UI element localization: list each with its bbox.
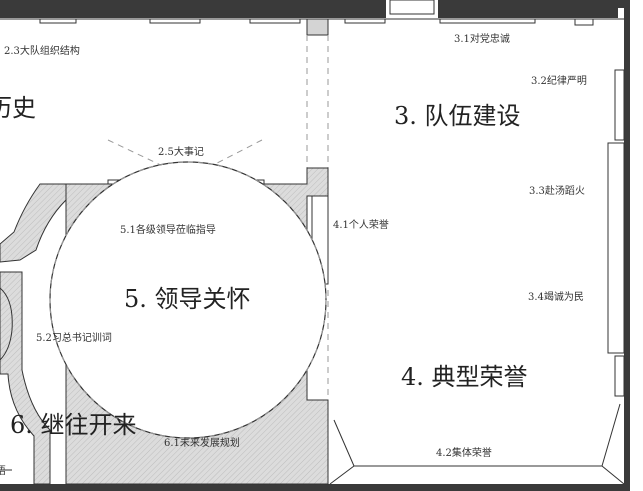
label-6-1: 6.1未来发展规划 bbox=[164, 436, 240, 449]
label-3-3: 3.3赴汤蹈火 bbox=[529, 184, 585, 197]
label-leader: 5. 领导关怀 bbox=[124, 285, 251, 313]
label-team: 3. 队伍建设 bbox=[394, 102, 521, 130]
wall-display-d bbox=[344, 18, 386, 24]
wall-display-f bbox=[574, 18, 594, 26]
wall-display-e bbox=[439, 18, 536, 24]
honor-stage-right bbox=[601, 403, 621, 467]
wall-display-c bbox=[249, 18, 301, 24]
left-inner-curve bbox=[0, 287, 13, 361]
left-curved-wall bbox=[0, 183, 67, 263]
honor-stage-right-b bbox=[601, 465, 625, 485]
top-wall-right bbox=[438, 0, 618, 18]
wall-display-b bbox=[149, 18, 201, 24]
label-3-2: 3.2纪律严明 bbox=[531, 74, 587, 87]
label-4-2: 4.2集体荣誉 bbox=[436, 446, 492, 459]
label-history: 历史 bbox=[0, 94, 36, 122]
wall-display-a bbox=[39, 18, 77, 24]
label-2-3: 2.3大队组织结构 bbox=[4, 44, 80, 57]
label-5-1: 5.1各级领导莅临指导 bbox=[120, 223, 216, 236]
honor-stage-left bbox=[333, 419, 355, 467]
entrance-door bbox=[389, 0, 435, 15]
label-3-1: 3.1对党忠诚 bbox=[454, 32, 510, 45]
bottom-wall bbox=[0, 484, 624, 491]
right-panel-2 bbox=[607, 142, 625, 354]
label-4-1: 4.1个人荣誉 bbox=[333, 218, 389, 231]
right-wall bbox=[624, 0, 630, 491]
honor-stage-left-b bbox=[329, 465, 355, 485]
top-wall-left bbox=[0, 0, 386, 18]
top-wall-corner bbox=[612, 0, 630, 8]
label-5-2: 5.2习总书记训词 bbox=[36, 331, 112, 344]
leader-circle-extension bbox=[49, 161, 327, 439]
label-honor: 4. 典型荣誉 bbox=[401, 363, 528, 391]
right-panel-1 bbox=[614, 69, 625, 141]
left-lower-wall bbox=[0, 271, 51, 485]
central-column bbox=[306, 18, 329, 36]
label-cut: 语 bbox=[0, 465, 6, 477]
sightline-a bbox=[107, 139, 189, 179]
label-2-5: 2.5大事记 bbox=[158, 145, 204, 158]
label-future: 6. 继往开来 bbox=[10, 411, 137, 439]
label-3-4: 3.4竭诚为民 bbox=[528, 291, 584, 303]
right-panel-3 bbox=[614, 355, 625, 397]
